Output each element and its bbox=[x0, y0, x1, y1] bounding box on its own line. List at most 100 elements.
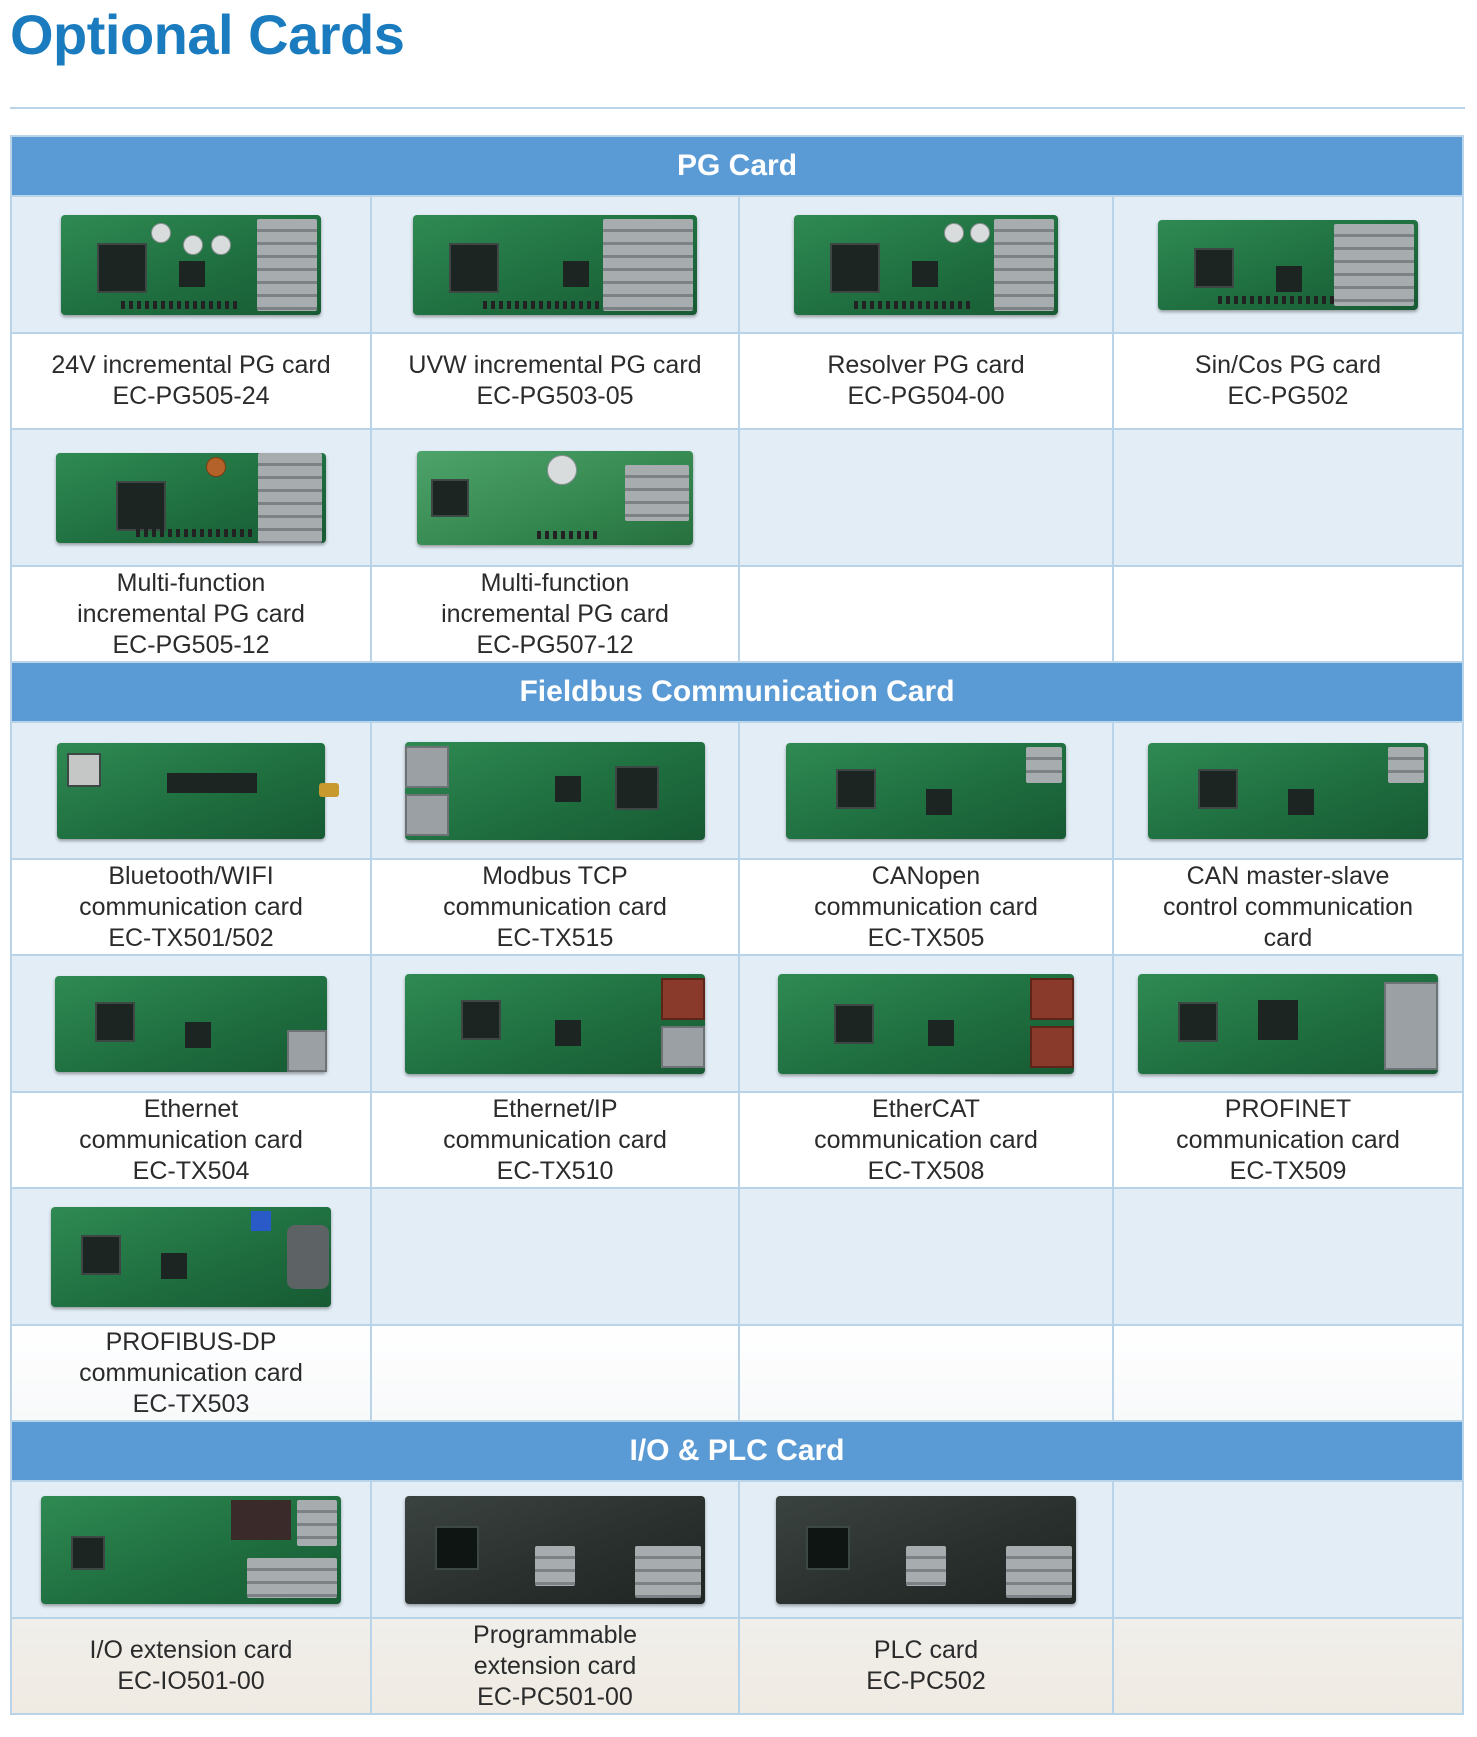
card-model: EC-TX503 bbox=[132, 1389, 250, 1418]
card-image-cell bbox=[1114, 1189, 1464, 1326]
label-row: PROFIBUS-DP communication card EC-TX503 bbox=[12, 1326, 1464, 1422]
section-header-fieldbus: Fieldbus Communication Card bbox=[12, 663, 1464, 723]
card-label: CAN master-slave control communication c… bbox=[1114, 860, 1464, 956]
card-label: 24V incremental PG card EC-PG505-24 bbox=[12, 334, 372, 430]
card-image-cell bbox=[12, 956, 372, 1093]
card-name: CANopen bbox=[871, 861, 981, 890]
card-image-cell bbox=[740, 956, 1114, 1093]
card-name: communication card bbox=[79, 1125, 303, 1154]
card-model: EC-IO501-00 bbox=[117, 1667, 265, 1695]
cards-table: PG Card bbox=[10, 135, 1464, 1715]
card-model: EC-TX501/502 bbox=[108, 923, 274, 952]
card-model: EC-TX504 bbox=[132, 1156, 250, 1185]
card-label: Programmable extension card EC-PC501-00 bbox=[372, 1619, 740, 1715]
card-name: Resolver PG card bbox=[827, 351, 1025, 379]
card-image-cell bbox=[372, 197, 740, 334]
card-name: Modbus TCP bbox=[482, 861, 628, 890]
fieldbus-card-photo-profinet bbox=[1138, 973, 1438, 1074]
fieldbus-card-photo-bluetooth-wifi bbox=[57, 742, 339, 839]
card-name: control communication bbox=[1162, 892, 1414, 921]
label-row: Bluetooth/WIFI communication card EC-TX5… bbox=[12, 860, 1464, 956]
plc-card-photo-plc bbox=[776, 1495, 1076, 1604]
card-image-cell bbox=[12, 1482, 372, 1619]
card-image-cell bbox=[372, 723, 740, 860]
card-image-cell bbox=[740, 1189, 1114, 1326]
card-model: EC-PC502 bbox=[866, 1667, 986, 1695]
image-row bbox=[12, 723, 1464, 860]
card-model: EC-PG505-12 bbox=[112, 630, 270, 659]
fieldbus-card-photo-can-master-slave bbox=[1148, 742, 1428, 839]
image-row bbox=[12, 1189, 1464, 1326]
card-name: PROFIBUS-DP bbox=[105, 1327, 277, 1356]
card-name: EtherCAT bbox=[872, 1094, 980, 1123]
image-row bbox=[12, 1482, 1464, 1619]
card-label bbox=[1114, 1619, 1464, 1715]
fieldbus-card-photo-canopen bbox=[786, 742, 1066, 839]
card-model: EC-PC501-00 bbox=[477, 1682, 633, 1711]
card-label: EtherCAT communication card EC-TX508 bbox=[740, 1093, 1114, 1189]
card-image-cell bbox=[372, 1482, 740, 1619]
card-label: Multi-function incremental PG card EC-PG… bbox=[372, 567, 740, 663]
card-label: Ethernet communication card EC-TX504 bbox=[12, 1093, 372, 1189]
card-label bbox=[1114, 1326, 1464, 1422]
card-image-cell bbox=[740, 197, 1114, 334]
card-label bbox=[1114, 567, 1464, 663]
card-image-cell bbox=[372, 1189, 740, 1326]
card-label: Sin/Cos PG card EC-PG502 bbox=[1114, 334, 1464, 430]
card-name: I/O extension card bbox=[89, 1636, 293, 1664]
section-header-pg: PG Card bbox=[12, 137, 1464, 197]
card-model: EC-PG502 bbox=[1227, 382, 1349, 410]
card-image-cell bbox=[1114, 1482, 1464, 1619]
card-model: EC-PG507-12 bbox=[476, 630, 634, 659]
card-name: Ethernet bbox=[143, 1094, 239, 1123]
card-model: EC-TX509 bbox=[1229, 1156, 1347, 1185]
fieldbus-card-photo-ethercat bbox=[778, 973, 1074, 1074]
card-name: Programmable bbox=[473, 1620, 637, 1649]
card-name: incremental PG card bbox=[77, 599, 305, 628]
card-image-cell bbox=[740, 430, 1114, 567]
card-model: EC-PG505-24 bbox=[112, 382, 270, 410]
card-image-cell bbox=[12, 723, 372, 860]
card-name: communication card bbox=[443, 1125, 667, 1154]
card-label: CANopen communication card EC-TX505 bbox=[740, 860, 1114, 956]
pg-card-photo-24v bbox=[61, 214, 321, 315]
fieldbus-card-photo-ethernet-ip bbox=[405, 973, 705, 1074]
card-image-cell bbox=[740, 1482, 1114, 1619]
card-label: UVW incremental PG card EC-PG503-05 bbox=[372, 334, 740, 430]
card-image-cell bbox=[12, 197, 372, 334]
card-image-cell bbox=[1114, 197, 1464, 334]
pg-card-photo-sincos bbox=[1158, 219, 1418, 310]
card-image-cell bbox=[1114, 430, 1464, 567]
card-name: Multi-function bbox=[116, 568, 266, 597]
card-name: PLC card bbox=[873, 1636, 979, 1664]
image-row bbox=[12, 956, 1464, 1093]
card-label: Ethernet/IP communication card EC-TX510 bbox=[372, 1093, 740, 1189]
card-name: communication card bbox=[443, 892, 667, 921]
card-label: I/O extension card EC-IO501-00 bbox=[12, 1619, 372, 1715]
section-header-io-plc: I/O & PLC Card bbox=[12, 1422, 1464, 1482]
card-model: EC-TX505 bbox=[867, 923, 985, 952]
card-label bbox=[740, 1326, 1114, 1422]
card-name: 24V incremental PG card bbox=[51, 351, 331, 379]
card-name: communication card bbox=[1176, 1125, 1400, 1154]
card-name: communication card bbox=[79, 1358, 303, 1387]
page-title: Optional Cards bbox=[10, 3, 405, 66]
card-model: EC-TX510 bbox=[496, 1156, 614, 1185]
card-image-cell bbox=[12, 1189, 372, 1326]
card-name: communication card bbox=[814, 892, 1038, 921]
card-image-cell bbox=[372, 956, 740, 1093]
title-divider bbox=[10, 107, 1465, 109]
pg-card-photo-resolver bbox=[794, 214, 1058, 315]
card-name: PROFINET bbox=[1224, 1094, 1352, 1123]
card-label: PLC card EC-PC502 bbox=[740, 1619, 1114, 1715]
card-name: Ethernet/IP bbox=[492, 1094, 618, 1123]
card-model: EC-PG504-00 bbox=[847, 382, 1005, 410]
label-row: Ethernet communication card EC-TX504 Eth… bbox=[12, 1093, 1464, 1189]
card-model: EC-TX515 bbox=[496, 923, 614, 952]
card-label: PROFIBUS-DP communication card EC-TX503 bbox=[12, 1326, 372, 1422]
card-name: Multi-function bbox=[480, 568, 630, 597]
pg-card-photo-multifunction-507 bbox=[417, 450, 693, 545]
card-name: CAN master-slave bbox=[1186, 861, 1390, 890]
pg-card-photo-multifunction-505 bbox=[56, 452, 326, 543]
card-label: Modbus TCP communication card EC-TX515 bbox=[372, 860, 740, 956]
